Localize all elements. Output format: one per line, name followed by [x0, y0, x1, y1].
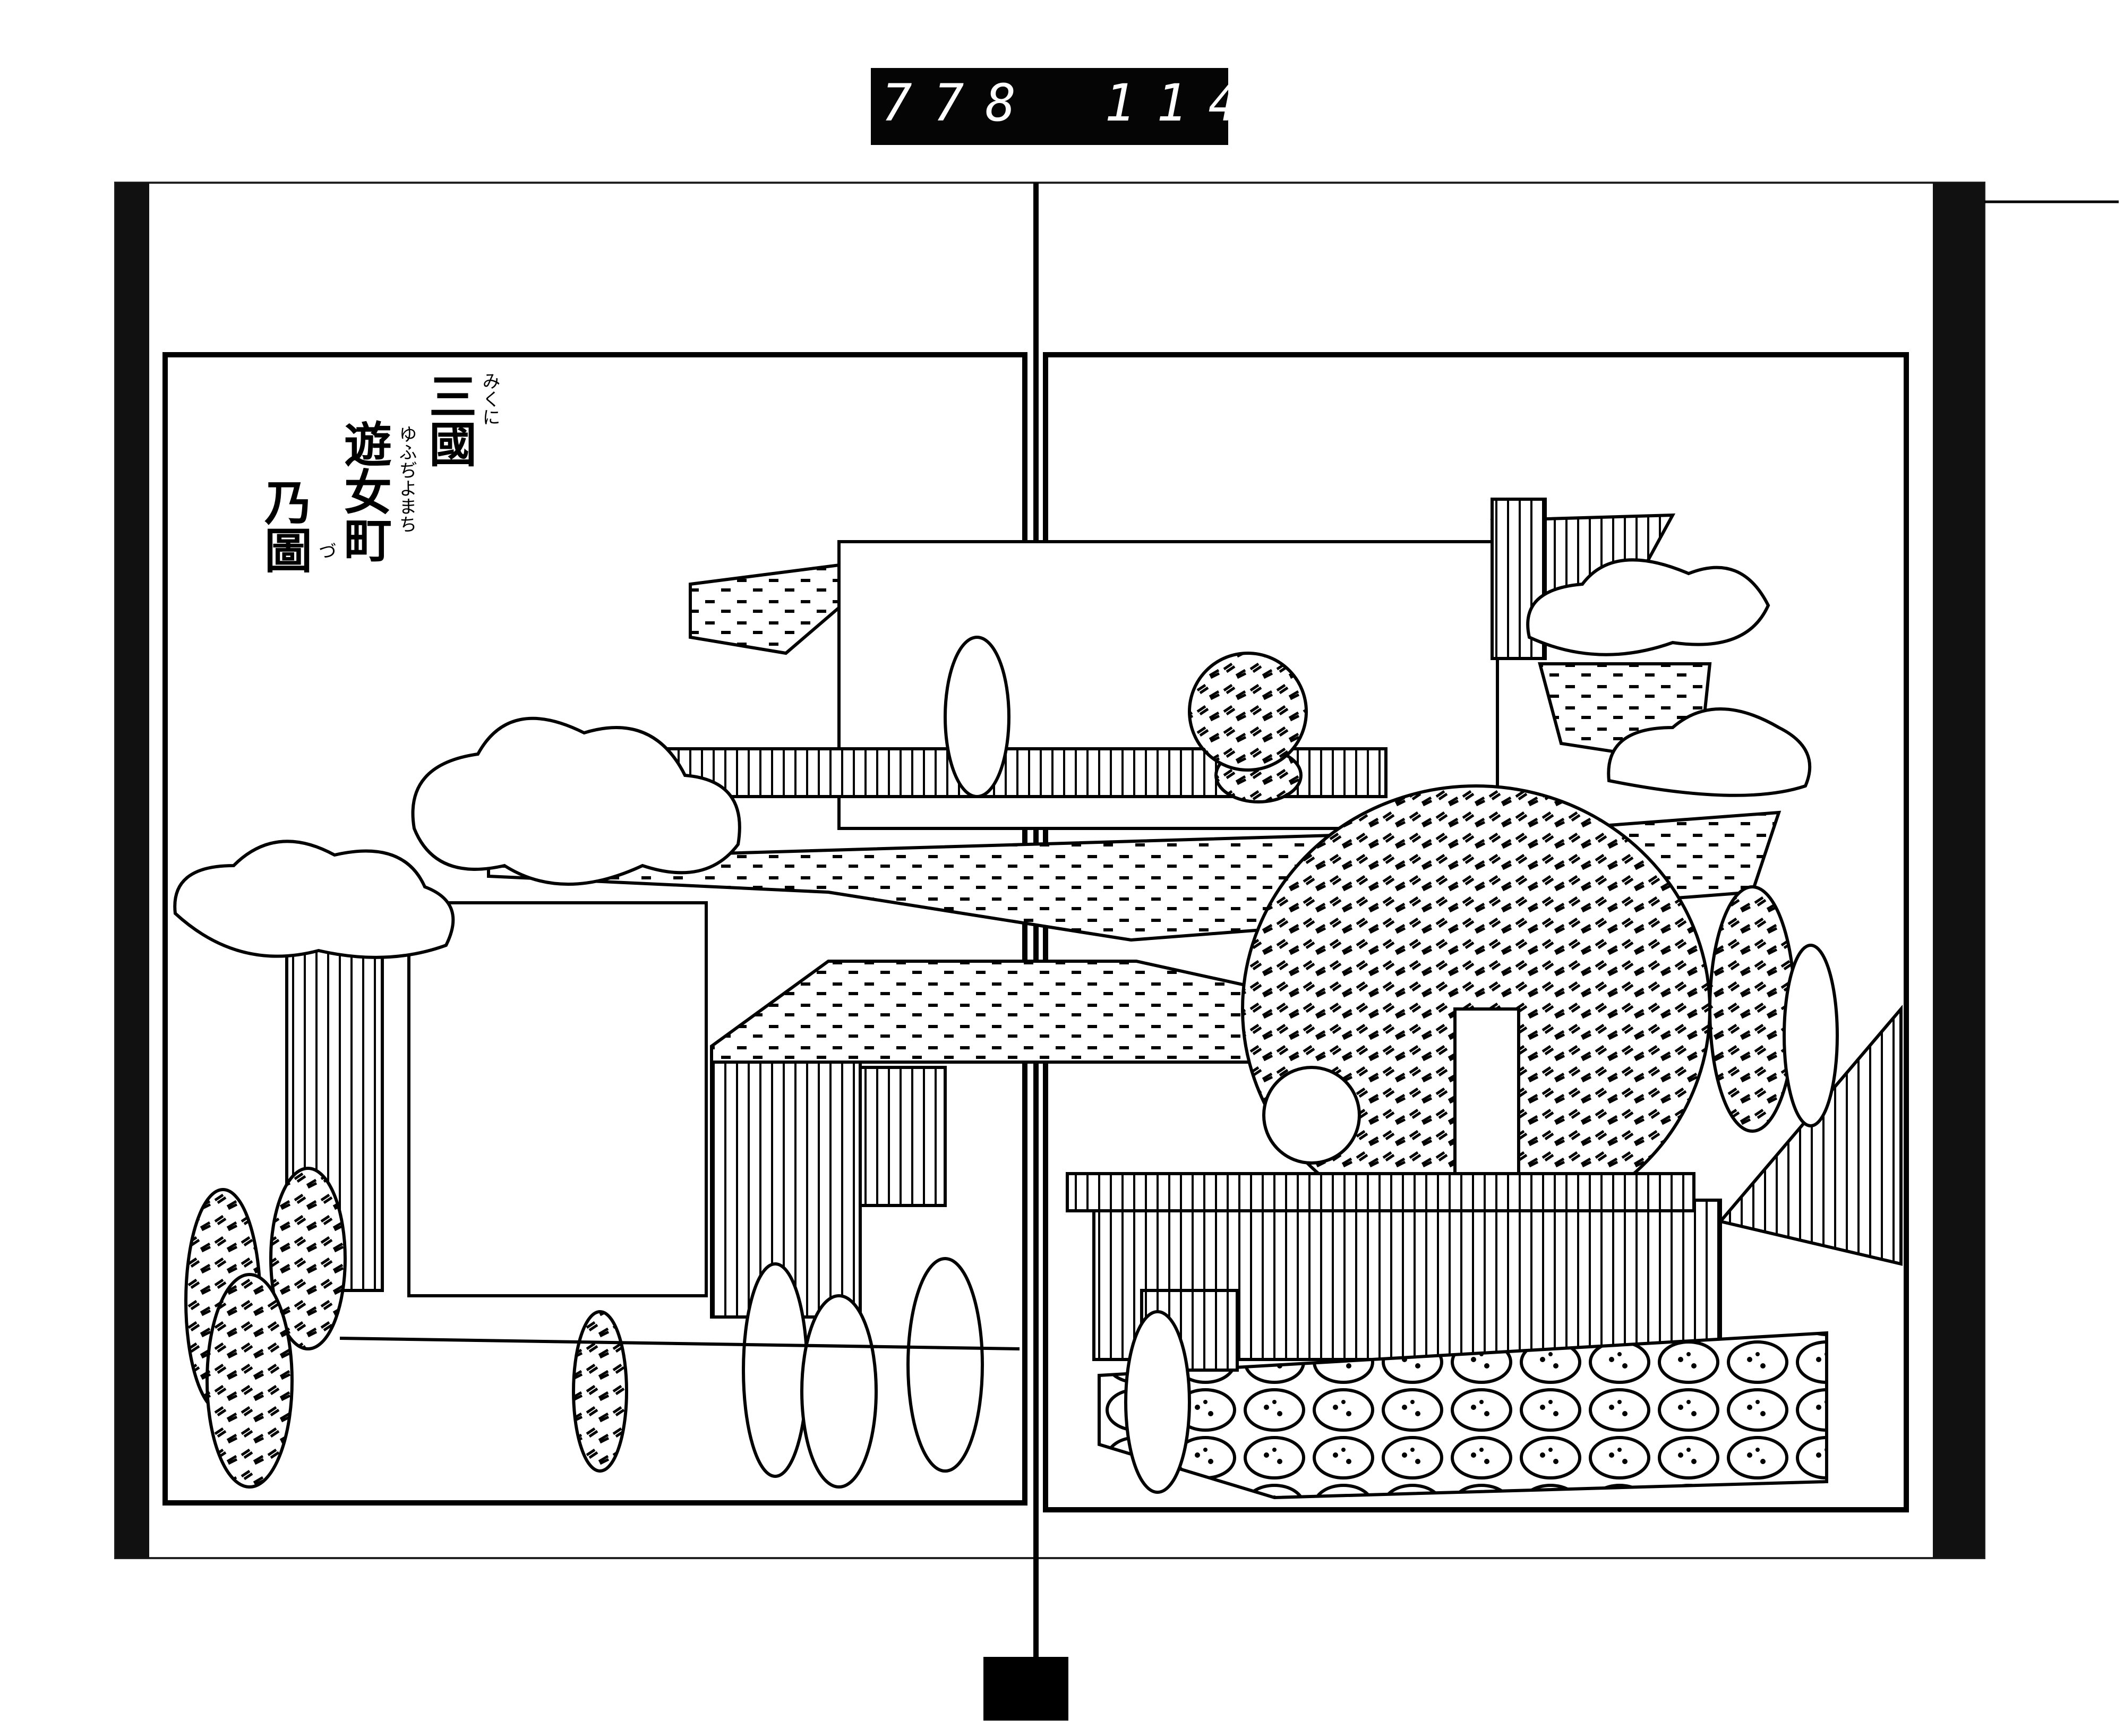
right-book-edge [1933, 183, 1984, 1558]
cloud-left-upper [411, 716, 741, 886]
title-line-1: 三國 [421, 372, 477, 467]
figure-man-3 [906, 1257, 984, 1473]
title-line-2-reading: ゆふぢよまち [396, 425, 417, 533]
figure-courtesan-3 [205, 1273, 294, 1489]
figure-upper-woman [944, 636, 1010, 798]
title-line-2: 遊女町 [336, 420, 392, 563]
title-line-3: 乃圖 [256, 478, 312, 574]
fence-roof [1066, 1172, 1695, 1212]
figure-porter [1124, 1310, 1191, 1494]
figure-child [572, 1310, 628, 1473]
cloud-right [1526, 558, 1770, 656]
title-line-1-reading: みくに [479, 372, 500, 426]
figures [184, 636, 1839, 1494]
left-book-edge [115, 183, 149, 1558]
left-picture-frame [162, 352, 1027, 1506]
figure-women-window [1262, 1066, 1361, 1165]
cloud-right-lower [1607, 707, 1812, 797]
ground-floor-room [407, 901, 708, 1297]
title-line-3-reading: づ [315, 542, 336, 560]
cloud-left-lower [173, 840, 455, 959]
street-line [339, 1337, 1020, 1350]
right-picture-frame [1043, 352, 1909, 1512]
spine-line [1033, 183, 1039, 1696]
teahouse-scene [173, 498, 1903, 1500]
spine-clip [983, 1657, 1068, 1721]
figure-man-1 [742, 1262, 809, 1478]
catalog-number-label: 778 114 [871, 68, 1239, 145]
figure-courtesan-garden [1708, 885, 1796, 1133]
catalog-number-left: 778 [881, 73, 1038, 133]
catalog-number-right: 114 [1104, 73, 1261, 133]
figure-man-2 [800, 1294, 878, 1489]
stone-wall [1098, 1331, 1828, 1500]
figure-attendant-garden [1783, 944, 1839, 1127]
flower-arrangement [1188, 652, 1308, 772]
figure-courtesan-2 [269, 1167, 347, 1350]
